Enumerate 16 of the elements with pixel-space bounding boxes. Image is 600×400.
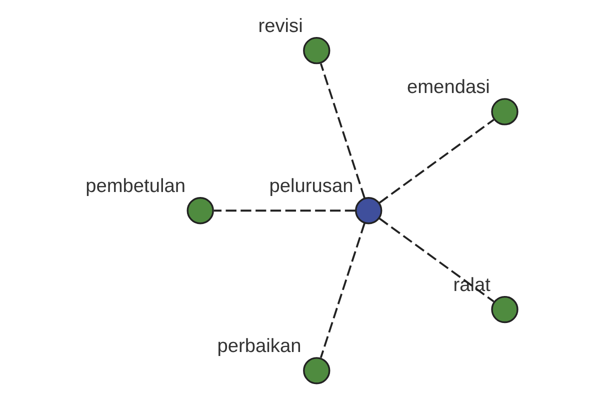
connector	[319, 222, 365, 358]
connector	[378, 218, 494, 302]
node-label: perbaikan	[216, 336, 301, 357]
node-label: pembetulan	[85, 176, 185, 197]
node-label: emendasi	[406, 77, 490, 98]
node-circle	[490, 98, 518, 126]
node-circle	[490, 296, 518, 324]
node-circle	[186, 197, 214, 224]
node-circle	[302, 36, 330, 64]
connector	[213, 210, 355, 212]
connector	[378, 118, 494, 204]
node-label: revisi	[258, 16, 302, 37]
connector	[319, 63, 365, 198]
node-label: pelurusan	[268, 176, 353, 197]
node-circle	[354, 197, 382, 224]
node-circle	[302, 357, 330, 384]
